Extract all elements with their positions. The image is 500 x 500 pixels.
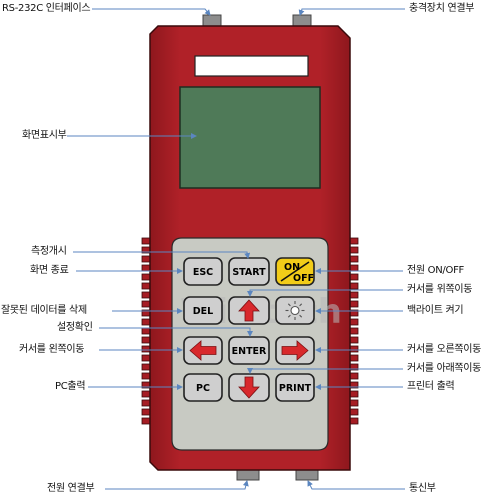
arrow-right-icon bbox=[281, 340, 309, 361]
label-cursor-down: 커서를 아래쪽이동 bbox=[407, 363, 482, 374]
label-power-connector: 전원 연결부 bbox=[47, 483, 95, 494]
up-key[interactable] bbox=[228, 296, 270, 325]
label-rs232c: RS-232C 인터페이스 bbox=[2, 3, 91, 14]
pc-key[interactable]: PC bbox=[183, 373, 223, 402]
del-key[interactable]: DEL bbox=[183, 296, 223, 325]
label-display: 화면표시부 bbox=[22, 130, 67, 141]
pc-key-label: PC bbox=[196, 383, 210, 394]
onoff-slash bbox=[280, 261, 310, 282]
label-pc-output: PC출력 bbox=[55, 381, 86, 392]
esc-key[interactable]: ESC bbox=[183, 257, 223, 286]
leader-power-connector bbox=[105, 480, 249, 490]
label-cursor-right: 커서를 오른쪽이동 bbox=[407, 344, 482, 355]
leader-cursor-down bbox=[247, 368, 403, 374]
leader-confirm bbox=[99, 327, 253, 337]
arrow-down-icon bbox=[238, 376, 260, 399]
label-measure-start: 측정개시 bbox=[31, 246, 67, 257]
arrow-up-icon bbox=[238, 299, 260, 322]
label-comm-port: 통신부 bbox=[409, 483, 436, 494]
enter-key[interactable]: ENTER bbox=[228, 336, 270, 365]
label-backlight: 백라이트 켜기 bbox=[407, 305, 464, 316]
onoff-key[interactable]: ON OFF bbox=[275, 257, 315, 286]
start-key-label: START bbox=[232, 267, 266, 278]
top-window bbox=[194, 55, 309, 77]
leader-impact bbox=[298, 8, 405, 16]
leader-measure-start bbox=[73, 251, 251, 259]
print-key-label: PRINT bbox=[279, 383, 312, 394]
esc-key-label: ESC bbox=[193, 267, 213, 278]
on-label: ON bbox=[284, 262, 300, 273]
print-key[interactable]: PRINT bbox=[275, 373, 315, 402]
start-key[interactable]: START bbox=[228, 257, 270, 286]
left-key[interactable] bbox=[183, 336, 223, 365]
rs232c-port bbox=[202, 14, 222, 27]
label-screen-exit: 화면 종료 bbox=[30, 265, 69, 276]
label-printer-output: 프린터 출력 bbox=[407, 381, 455, 392]
label-confirm-setting: 설정확인 bbox=[57, 322, 93, 333]
right-grip-ridges bbox=[347, 237, 359, 425]
right-key[interactable] bbox=[275, 336, 315, 365]
backlight-sun-icon bbox=[285, 301, 305, 320]
down-key[interactable] bbox=[228, 373, 270, 402]
label-impact-connector: 충격장치 연결부 bbox=[409, 3, 475, 14]
leader-rs232c bbox=[92, 8, 211, 16]
label-power-onoff: 전원 ON/OFF bbox=[407, 265, 464, 276]
backlight-key[interactable] bbox=[275, 296, 315, 325]
leader-comm bbox=[307, 480, 405, 490]
label-cursor-left: 커서를 왼쪽이동 bbox=[19, 344, 85, 355]
leader-lines bbox=[67, 8, 405, 490]
lcd-screen bbox=[179, 86, 321, 189]
leader-cursor-up bbox=[247, 289, 403, 297]
arrow-left-icon bbox=[189, 340, 217, 361]
enter-key-label: ENTER bbox=[232, 346, 267, 357]
del-key-label: DEL bbox=[193, 306, 213, 317]
label-cursor-up: 커서를 위쪽이동 bbox=[407, 284, 473, 295]
impact-connector-port bbox=[292, 14, 312, 27]
label-delete-wrong: 잘못된 데이터를 삭제 bbox=[1, 305, 87, 316]
off-label: OFF bbox=[293, 273, 314, 284]
